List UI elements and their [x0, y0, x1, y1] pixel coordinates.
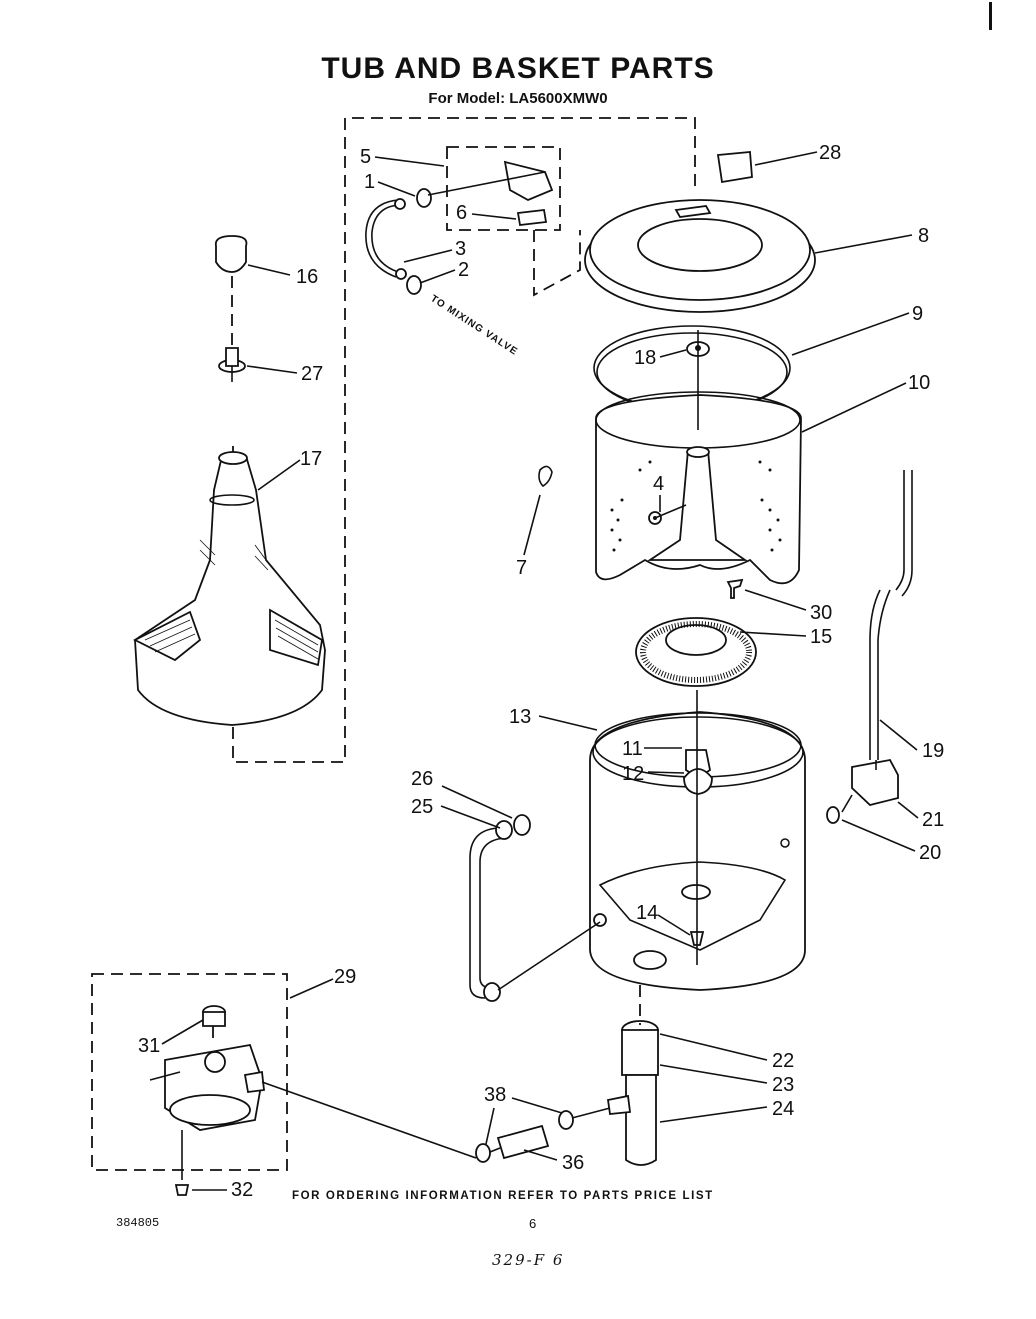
part-30-screw	[726, 578, 744, 599]
callout-7: 7	[516, 557, 527, 579]
callout-21: 21	[922, 809, 944, 831]
ordering-note: FOR ORDERING INFORMATION REFER TO PARTS …	[292, 1190, 714, 1202]
part-6-pad	[516, 209, 548, 226]
callout-22: 22	[772, 1050, 794, 1072]
callout-29: 29	[334, 966, 356, 988]
part-5-switch	[503, 160, 554, 201]
callout-38: 38	[484, 1084, 506, 1106]
pump-group-box	[91, 973, 288, 1171]
callout-18: 18	[634, 347, 656, 369]
switch-assembly-box	[446, 146, 581, 297]
callout-14: 14	[636, 902, 658, 924]
callout-26: 26	[411, 768, 433, 790]
callout-28: 28	[819, 142, 841, 164]
part-16-cap	[214, 235, 248, 273]
callout-25: 25	[411, 796, 433, 818]
part-2-ring	[406, 275, 422, 295]
callout-31: 31	[138, 1035, 160, 1057]
model-subtitle: For Model: LA5600XMW0	[428, 90, 608, 107]
part-26-clamp	[513, 814, 531, 836]
part-19-hose	[869, 470, 913, 760]
callout-36: 36	[562, 1152, 584, 1174]
document-number: 384805	[116, 1216, 160, 1230]
handwritten-note: 329-F 6	[492, 1251, 565, 1269]
part-27-screw	[218, 347, 246, 382]
part-15-seal	[635, 617, 757, 687]
callout-9: 9	[912, 303, 923, 325]
callout-1: 1	[364, 171, 375, 193]
mixing-valve-label: TO MIXING VALVE	[428, 293, 519, 358]
page-number: 6	[529, 1216, 537, 1231]
part-28-cover	[716, 151, 753, 184]
callout-4: 4	[653, 473, 664, 495]
callout-15: 15	[810, 626, 832, 648]
callout-5: 5	[360, 146, 371, 168]
callout-8: 8	[918, 225, 929, 247]
part-32-screw	[174, 1184, 190, 1196]
part-22-24-drain-assembly	[606, 1020, 659, 1166]
callout-leaders	[161, 151, 919, 1191]
part-29-pump	[149, 1043, 265, 1131]
part-17-agitator	[133, 451, 326, 726]
callout-12: 12	[622, 763, 644, 785]
part-31-cap	[202, 1005, 226, 1027]
part-20-washer	[826, 806, 840, 824]
part-21-valve	[851, 758, 899, 806]
part-38-clamp-a	[558, 1110, 574, 1130]
callout-13: 13	[509, 706, 531, 728]
part-38-clamp-b	[475, 1143, 491, 1163]
callout-labels: 5 1 6 3 2 28 8 9 10 18 4 7 30 15 13 11 1…	[138, 142, 944, 1201]
callout-17: 17	[300, 448, 322, 470]
callout-32: 32	[231, 1179, 253, 1201]
callout-6: 6	[456, 202, 467, 224]
callout-11: 11	[622, 738, 643, 760]
callout-10: 10	[908, 372, 930, 394]
callout-16: 16	[296, 266, 318, 288]
callout-20: 20	[919, 842, 941, 864]
basket-perforations	[610, 460, 782, 552]
part-7-clip	[538, 465, 553, 487]
callout-23: 23	[772, 1074, 794, 1096]
part-8-tub-ring	[584, 199, 816, 313]
assembly-lines	[181, 171, 877, 1180]
part-3-hose	[365, 198, 407, 280]
part-36-hose	[496, 1124, 550, 1160]
part-10-basket	[595, 391, 802, 585]
callout-24: 24	[772, 1098, 794, 1120]
part-12-bearing	[683, 768, 713, 795]
callout-30: 30	[810, 602, 832, 624]
corner-mark	[989, 2, 992, 30]
callout-2: 2	[458, 259, 469, 281]
page-title: TUB AND BASKET PARTS	[321, 52, 715, 85]
callout-3: 3	[455, 238, 466, 260]
part-25-hose	[469, 820, 513, 1002]
part-1-ring	[416, 188, 432, 208]
callout-27: 27	[301, 363, 323, 385]
callout-19: 19	[922, 740, 944, 762]
